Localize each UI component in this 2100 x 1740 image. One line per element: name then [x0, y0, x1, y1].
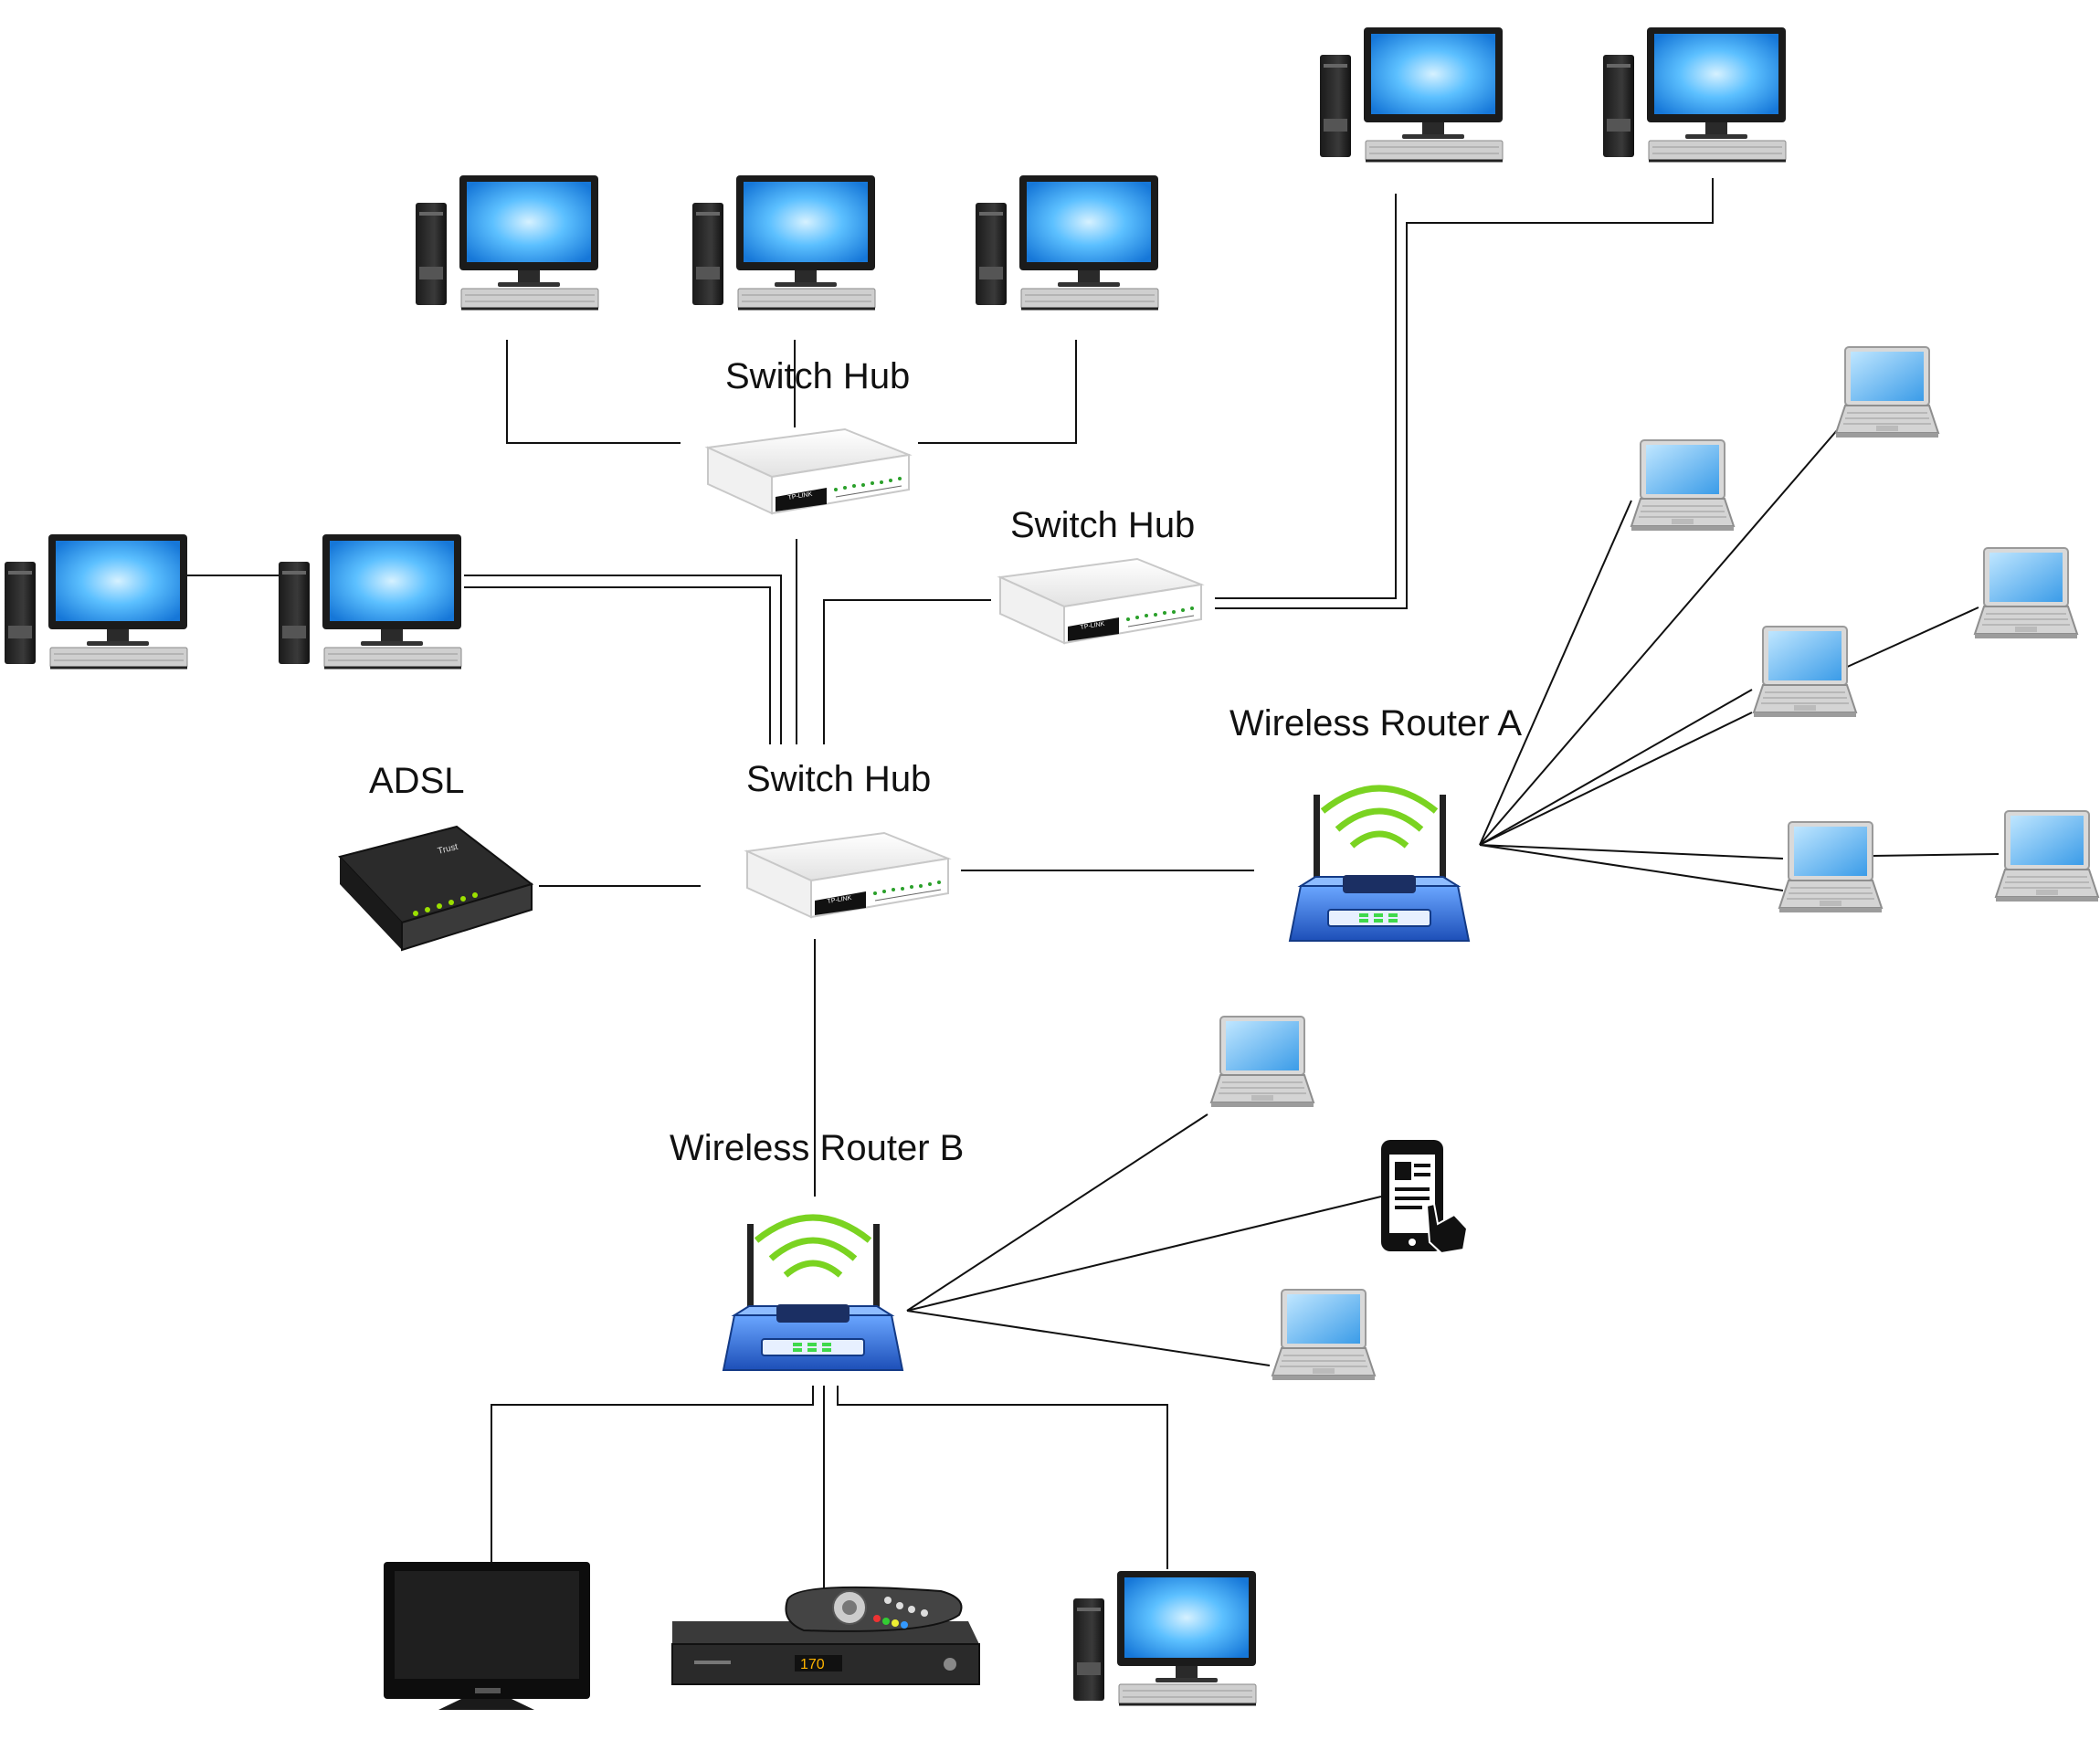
television-icon [384, 1562, 590, 1710]
smartphone-icon [1381, 1140, 1469, 1255]
link-left-desktop-to-center-switch-a [464, 575, 782, 744]
router-a-label: Wireless Router A [1229, 703, 1523, 743]
link-topright-desktops-to-right-switch-b [1215, 178, 1714, 609]
link-router-b-to-bottom-desktop [837, 1386, 1168, 1569]
link-topright-desktops-to-right-switch-a [1215, 194, 1397, 599]
network-switch-icon [707, 428, 910, 514]
laptop-icon [1753, 626, 1857, 718]
router-b-label: Wireless Router B [670, 1128, 965, 1168]
desktop-computer-icon [974, 174, 1160, 311]
wireless-router-icon [1290, 788, 1469, 941]
link-desktop-top-right-to-top-switch [918, 340, 1077, 444]
laptop-icon [1778, 821, 1883, 913]
wireless-links-router-b [906, 1113, 1382, 1366]
desktop-computer-icon [3, 533, 189, 670]
link-desktop-top-left-to-top-switch [506, 340, 681, 444]
laptop-icon [1995, 810, 2099, 902]
desktop-computer-icon [691, 174, 877, 311]
adsl-modem-icon: Trust [338, 825, 534, 952]
wireless-router-icon [723, 1218, 902, 1370]
laptop-icon [1835, 346, 1939, 438]
network-switch-icon [746, 832, 949, 918]
link-router-b-to-tv [491, 1386, 814, 1562]
adsl-label: ADSL [369, 761, 465, 801]
desktop-computer-icon [277, 533, 463, 670]
laptop-icon [1630, 439, 1735, 532]
laptop-icon [1210, 1016, 1314, 1108]
desktop-computer-icon [1071, 1569, 1258, 1706]
connection-lines [187, 178, 2000, 1594]
svg-text:Trust: Trust [437, 842, 459, 857]
switch-hub-right-label: Switch Hub [1010, 505, 1196, 545]
desktop-computer-icon [414, 174, 600, 311]
desktop-computer-icon [1318, 26, 1504, 163]
link-right-switch-to-center-switch [823, 599, 991, 744]
switch-hub-center-label: Switch Hub [746, 759, 932, 799]
laptop-icon [1974, 547, 2078, 639]
network-switch-icon [999, 558, 1202, 644]
laptop-icon [1272, 1289, 1376, 1381]
desktop-computer-icon [1601, 26, 1788, 163]
switch-hub-top-label: Switch Hub [725, 356, 911, 396]
link-left-desktop-to-center-switch-b [464, 586, 771, 744]
remote-control-icon [785, 1586, 963, 1632]
svg-text:170: 170 [800, 1657, 825, 1672]
set-top-box-icon: 170 [671, 1586, 980, 1685]
wireless-links-router-a [1479, 428, 2000, 891]
